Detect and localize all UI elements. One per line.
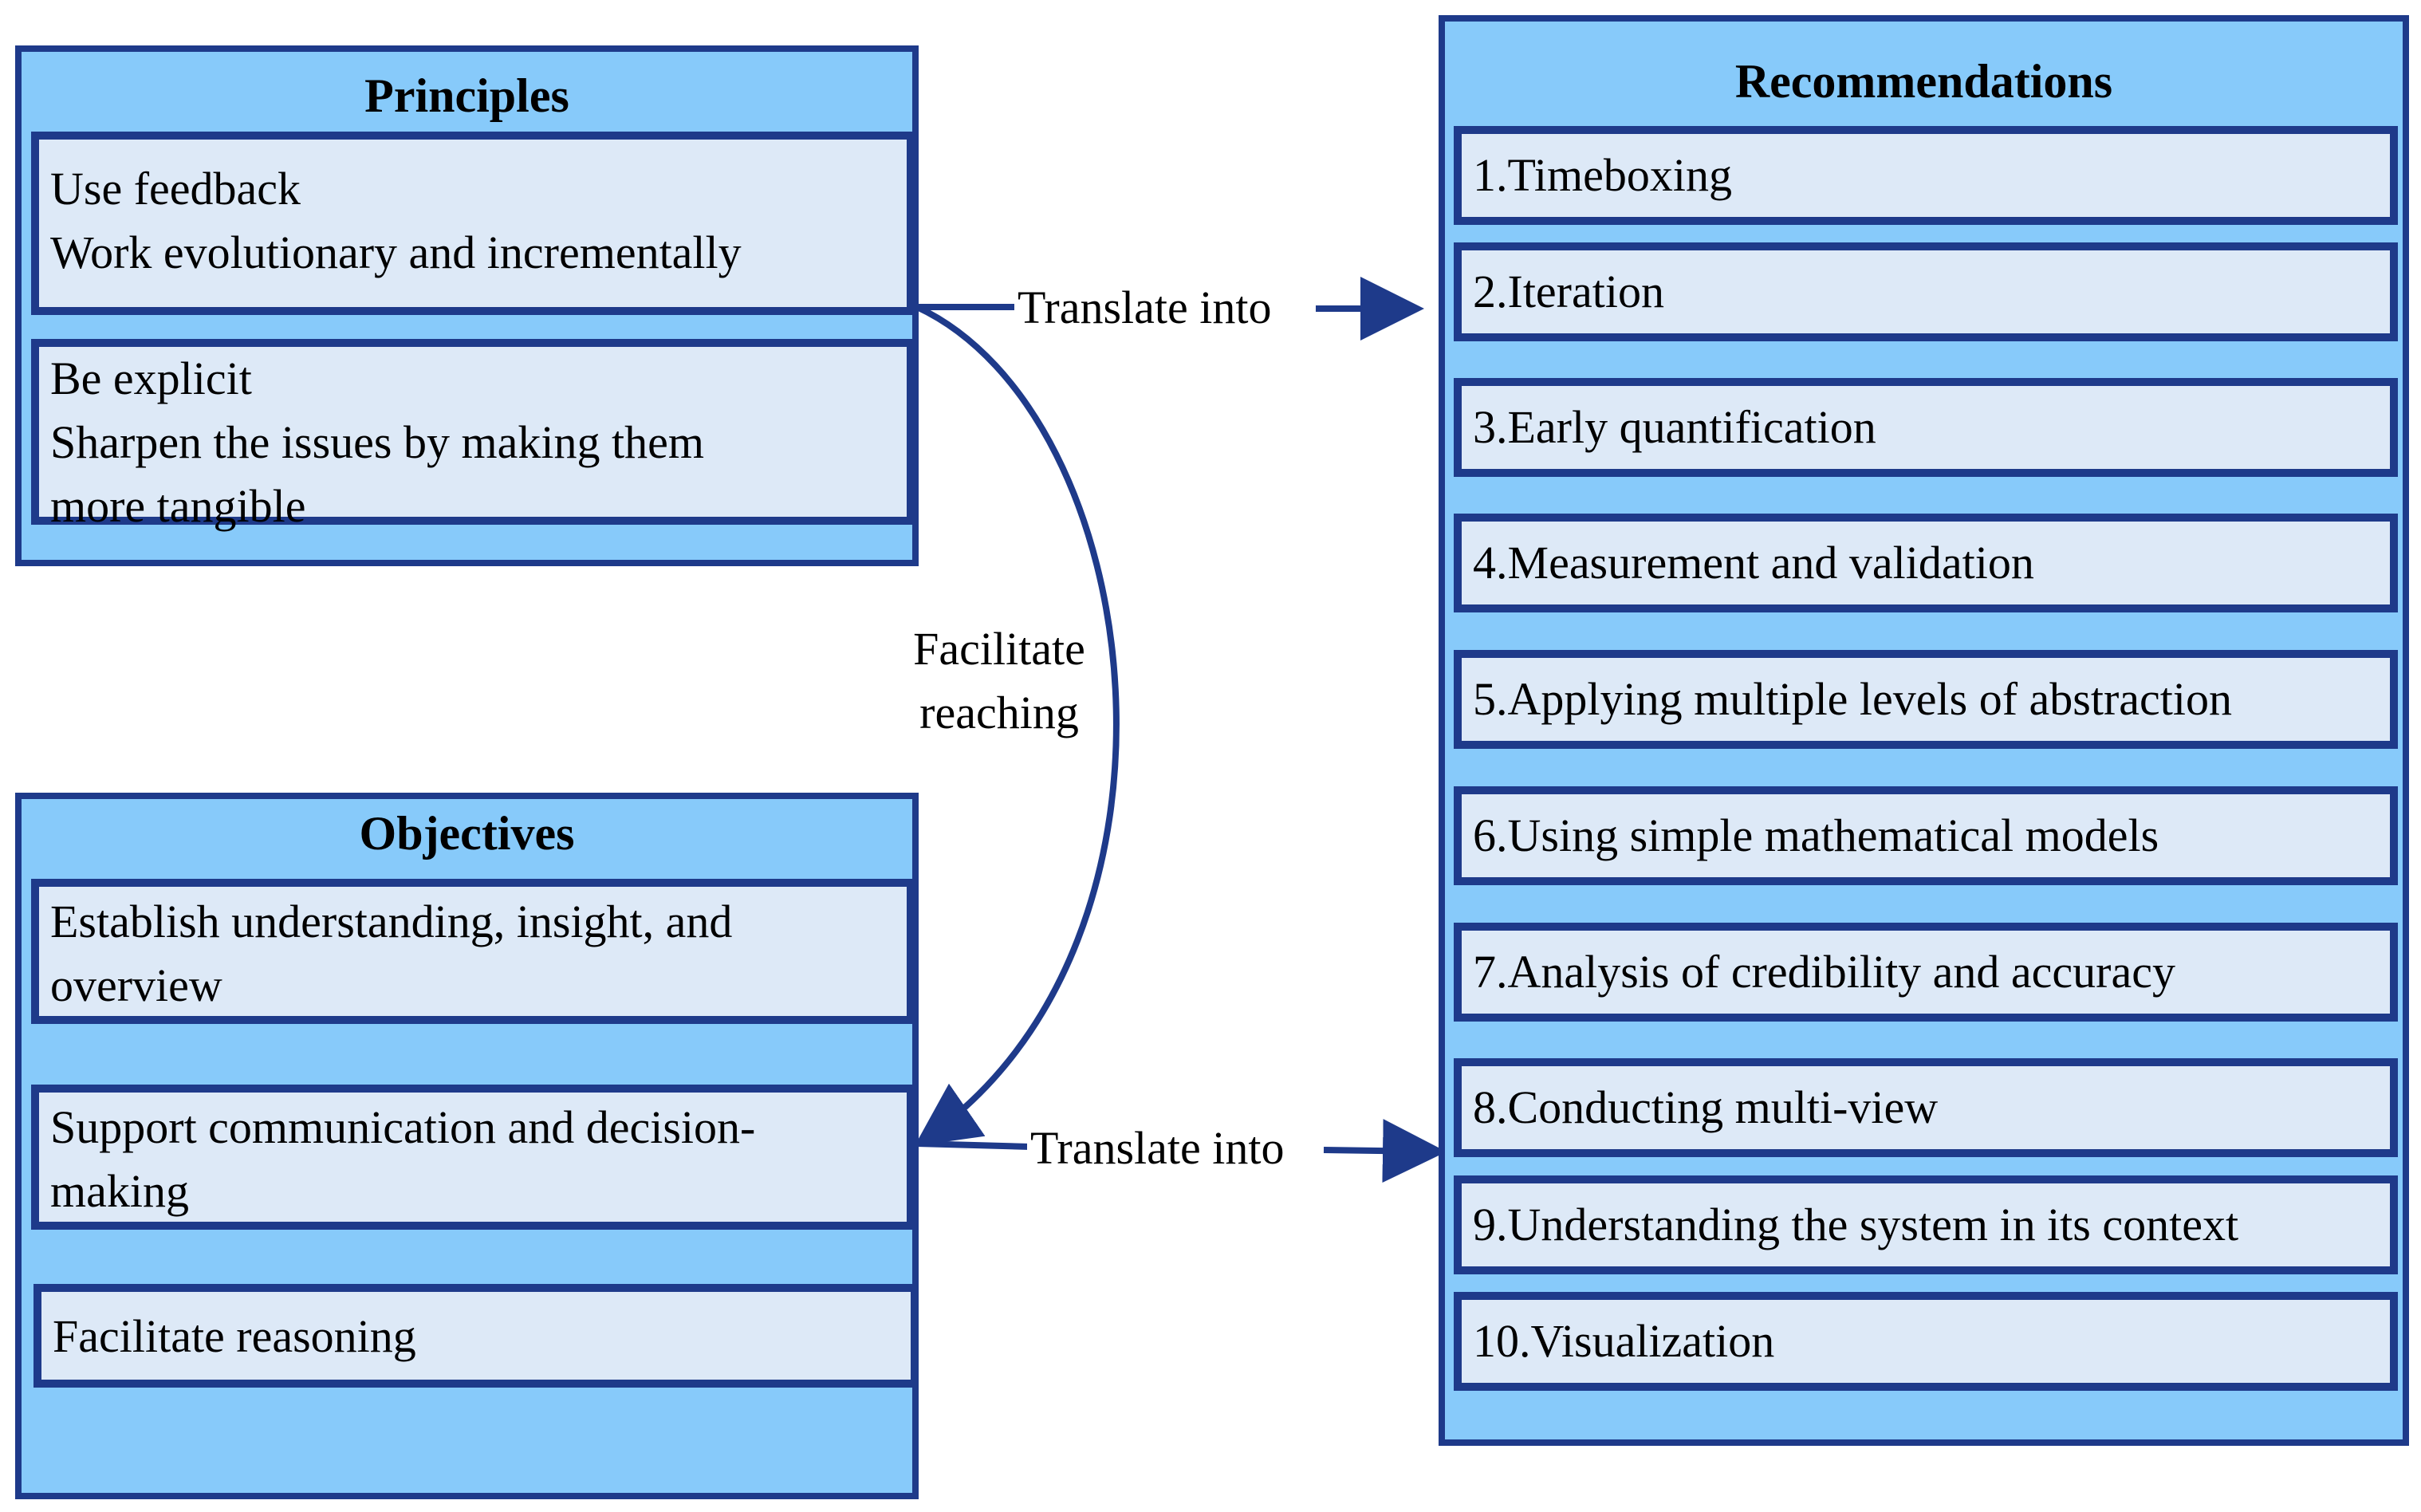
principles-box1-line1: Use feedback: [50, 163, 301, 215]
recommendation-item-7: 7.Analysis of credibility and accuracy: [1454, 923, 2398, 1022]
principles-box2-line2: Sharpen the issues by making them: [50, 416, 704, 468]
objectives-box1-line1: Establish understanding, insight, and: [50, 896, 733, 947]
recommendation-item-4: 4.Measurement and validation: [1454, 514, 2398, 612]
recommendation-item-3: 3.Early quantification: [1454, 378, 2398, 477]
bottom-translate-line-left: [916, 1140, 1031, 1150]
facilitate-label-line2: reaching: [919, 687, 1079, 738]
recommendations-title: Recommendations: [1734, 55, 2113, 108]
facilitate-reaching-label: Facilitate reaching: [900, 617, 1099, 745]
recommendation-item-8: 8.Conducting multi-view: [1454, 1058, 2398, 1157]
objectives-box-understanding: Establish understanding, insight, and ov…: [31, 879, 915, 1024]
recommendation-item-9: 9.Understanding the system in its contex…: [1454, 1175, 2398, 1274]
objectives-box-reasoning: Facilitate reasoning: [33, 1284, 919, 1388]
recommendation-item-5: 5.Applying multiple levels of abstractio…: [1454, 650, 2398, 749]
bottom-translate-label: Translate into: [1027, 1116, 1288, 1180]
bottom-translate-arrow: [1323, 1119, 1447, 1183]
top-translate-label: Translate into: [1014, 276, 1275, 340]
principles-title: Principles: [364, 69, 569, 122]
principles-box-explicit: Be explicit Sharpen the issues by making…: [31, 339, 915, 532]
objectives-box3-line1: Facilitate reasoning: [53, 1310, 416, 1362]
objectives-box2-line1: Support communication and decision-: [50, 1101, 756, 1153]
principles-box2-line1: Be explicit: [50, 352, 252, 404]
principles-box-feedback: Use feedback Work evolutionary and incre…: [31, 132, 915, 315]
recommendation-item-2: 2.Iteration: [1454, 242, 2398, 341]
objectives-box2-line2: making: [50, 1165, 189, 1217]
recommendation-item-1: 1.Timeboxing: [1454, 126, 2398, 225]
principles-box2-line3: more tangible: [50, 480, 306, 532]
recommendation-item-10: 10.Visualization: [1454, 1292, 2398, 1391]
principles-panel: Principles Use feedback Work evolutionar…: [15, 45, 919, 566]
recommendation-item-6: 6.Using simple mathematical models: [1454, 786, 2398, 885]
objectives-title: Objectives: [359, 807, 575, 860]
objectives-box-communication: Support communication and decision- maki…: [31, 1085, 915, 1230]
facilitate-label-line1: Facilitate: [913, 623, 1085, 675]
facilitate-curve-arrow: [914, 304, 1120, 1147]
objectives-panel: Objectives Establish understanding, insi…: [15, 793, 919, 1499]
principles-box1-line2: Work evolutionary and incrementally: [50, 226, 742, 278]
objectives-box1-line2: overview: [50, 959, 222, 1011]
